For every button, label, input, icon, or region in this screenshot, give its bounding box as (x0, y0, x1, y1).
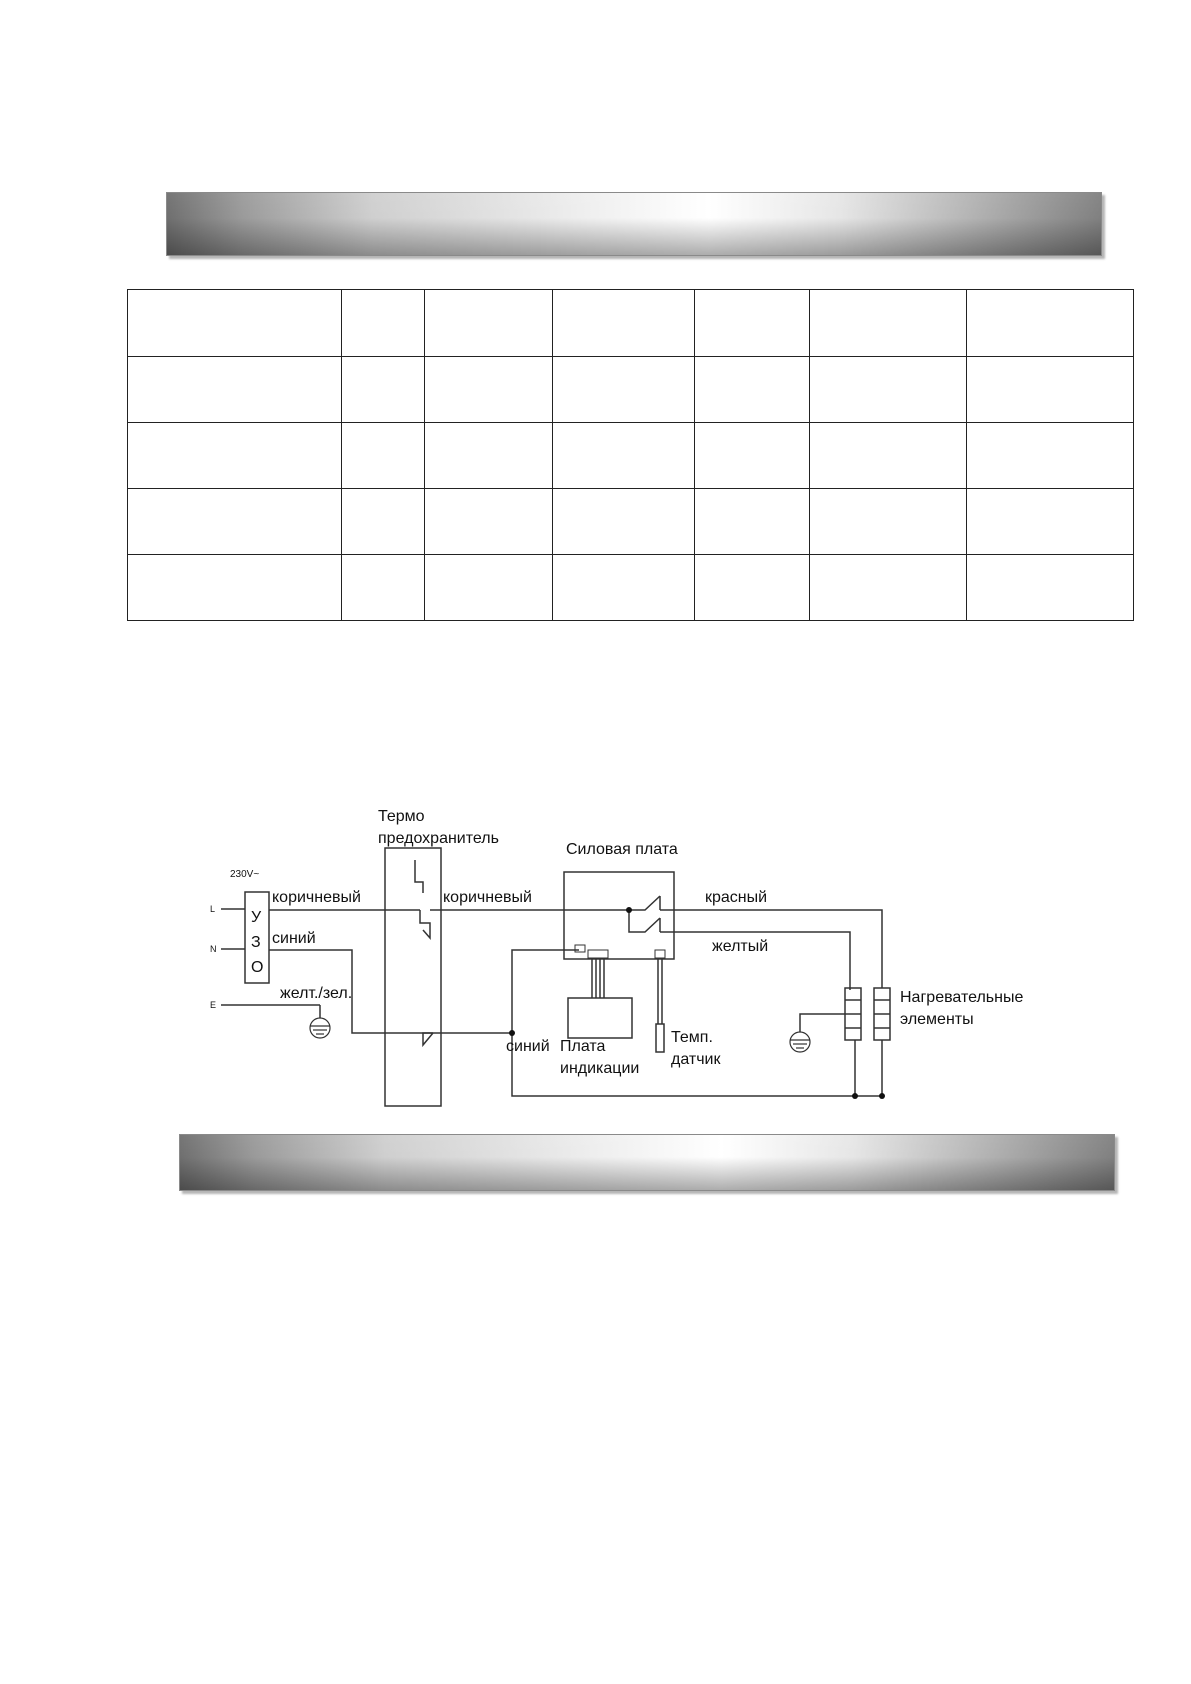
table-cell (966, 422, 1134, 489)
table-cell (341, 356, 425, 423)
table-row (127, 422, 1134, 489)
wire-label-brown-1: коричневый (272, 889, 361, 906)
table-cell (127, 488, 342, 555)
table-cell (694, 554, 810, 621)
rcd-letter: О (251, 959, 263, 976)
wire-label-blue-1: синий (272, 930, 316, 947)
section-header-bar (166, 192, 1102, 256)
table-row (127, 289, 1134, 357)
table-cell (552, 356, 695, 423)
table-cell (424, 356, 553, 423)
power-board-box (563, 871, 675, 960)
display-board-label-1: Плата (560, 1038, 606, 1055)
wire-label-blue-2: синий (506, 1038, 550, 1055)
table-cell (809, 289, 967, 357)
wire-label-brown-2: коричневый (443, 889, 532, 906)
wire-label-yellow: желтый (712, 938, 768, 955)
table-cell (341, 289, 425, 357)
table-cell (424, 289, 553, 357)
table-cell (127, 356, 342, 423)
table-cell (552, 289, 695, 357)
ground-icon (789, 1031, 811, 1053)
table-cell (127, 554, 342, 621)
table-row (127, 554, 1134, 621)
table-cell (809, 422, 967, 489)
thermal-fuse-box (384, 847, 442, 1107)
temp-sensor-label-1: Темп. (671, 1029, 713, 1046)
rcd-letter: У (251, 909, 262, 926)
ground-icon (309, 1017, 331, 1039)
thermal-fuse-label-2: предохранитель (378, 830, 499, 847)
table-cell (424, 488, 553, 555)
temp-sensor-probe (655, 1023, 665, 1053)
wiring-diagram: 230V~ L N E У З О коричневый синий желт.… (210, 808, 1023, 1107)
table-cell (694, 488, 810, 555)
terminal-n-label: N (210, 944, 217, 954)
table-cell (424, 554, 553, 621)
table-row (127, 356, 1134, 423)
table-cell (552, 554, 695, 621)
table-row (127, 488, 1134, 555)
table-cell (966, 554, 1134, 621)
supply-voltage-label: 230V~ (230, 869, 259, 880)
display-board-label-2: индикации (560, 1060, 639, 1077)
rcd-box (244, 891, 270, 984)
table-cell (127, 289, 342, 357)
temp-sensor-label-2: датчик (671, 1051, 721, 1068)
terminal-l-label: L (210, 904, 215, 914)
table-cell (127, 422, 342, 489)
wire-label-yellow-green: желт./зел. (280, 985, 352, 1002)
thermal-fuse-label-1: Термо (378, 808, 425, 825)
display-board-box (567, 997, 633, 1039)
rcd-letter: З (251, 934, 261, 951)
table-cell (341, 488, 425, 555)
terminal-e-label: E (210, 1000, 216, 1010)
table-cell (809, 488, 967, 555)
heating-elements-label-1: Нагревательные (900, 989, 1023, 1006)
spec-table (127, 289, 1134, 621)
table-cell (341, 554, 425, 621)
table-cell (966, 356, 1134, 423)
power-board-label: Силовая плата (566, 841, 678, 858)
table-cell (809, 554, 967, 621)
table-cell (552, 422, 695, 489)
table-cell (809, 356, 967, 423)
wire-label-red: красный (705, 889, 767, 906)
table-cell (694, 356, 810, 423)
table-cell (694, 422, 810, 489)
heating-elements-label-2: элементы (900, 1011, 974, 1028)
section-header-bar (179, 1134, 1115, 1191)
table-cell (424, 422, 553, 489)
table-cell (552, 488, 695, 555)
table-cell (341, 422, 425, 489)
table-cell (966, 488, 1134, 555)
table-cell (966, 289, 1134, 357)
table-cell (694, 289, 810, 357)
